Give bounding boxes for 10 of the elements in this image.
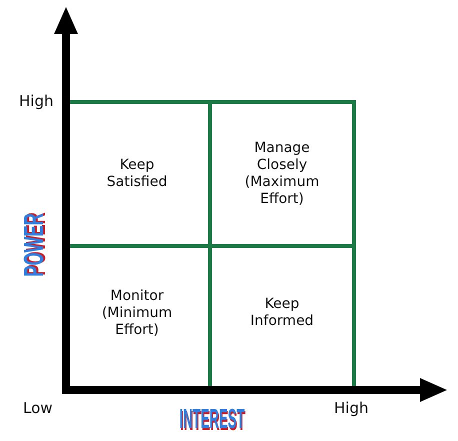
quadrant-label: Keep Informed — [249, 296, 315, 330]
quadrant-label: Monitor (Minimum Effort) — [100, 288, 174, 338]
axis-title: INTEREST — [179, 407, 245, 433]
quadrant-label: Keep Satisfied — [106, 157, 168, 191]
axis-tick-label: Low — [23, 400, 53, 417]
axis-tick-label: High — [334, 400, 368, 417]
axis-tick-label: High — [19, 93, 54, 110]
quadrant-cell — [210, 100, 356, 246]
axis-title: POWER — [22, 213, 48, 277]
quadrant-label: Manage Closely (Maximum Effort) — [244, 140, 320, 208]
